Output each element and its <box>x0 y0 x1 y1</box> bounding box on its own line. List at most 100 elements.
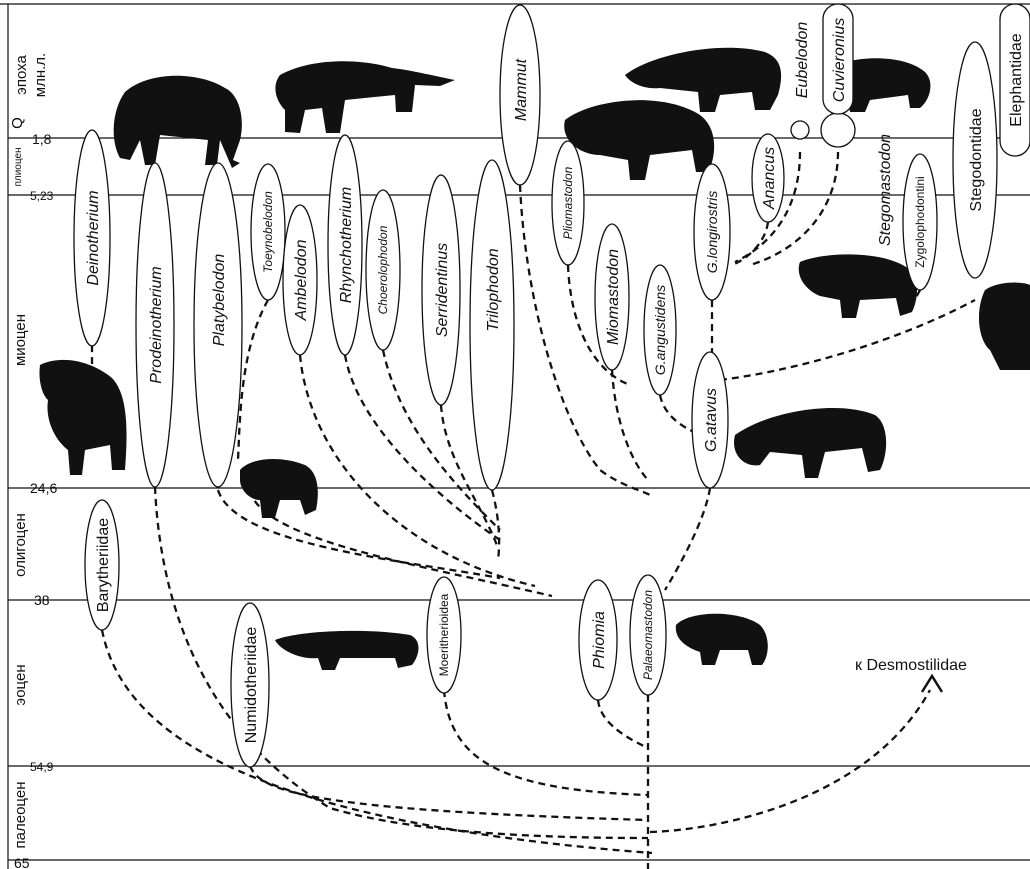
stegomastodon-silhouette-icon <box>798 254 917 318</box>
oval-anancus <box>751 133 785 223</box>
oval-stegodontidae <box>952 41 998 279</box>
age-65: 65 <box>14 855 30 869</box>
branch-core <box>248 489 553 598</box>
stegomastodon-marker <box>820 112 856 148</box>
taxon-ovals <box>73 3 1030 768</box>
oval-g-atavus <box>691 351 729 489</box>
label-platybelodon: Platybelodon <box>211 254 228 347</box>
branch-trilophodon <box>490 489 501 561</box>
label-rhynchotherium: Rhynchotherium <box>338 187 355 304</box>
oval-moeritherioidea <box>426 576 462 694</box>
label-cuvieronius: Cuvieronius <box>831 18 848 102</box>
oval-miomastodon <box>594 223 630 371</box>
mammut-silhouette-icon <box>625 47 782 112</box>
branch-barytheriidae <box>100 629 653 855</box>
eubelodon-marker <box>790 120 810 140</box>
desmostilidae-note: к Desmostilidae <box>855 657 967 674</box>
label-anancus: Anancus <box>761 147 778 210</box>
oval-trilophodon <box>469 159 515 491</box>
gomphothere-silhouette-icon <box>564 100 715 180</box>
oval-serridentinus <box>421 174 461 406</box>
branch-atavus-down <box>664 487 712 591</box>
elephant-silhouette-icon <box>978 282 1030 370</box>
epoch-q: Q <box>9 117 26 129</box>
oval-pliomastodon <box>551 140 585 266</box>
branch-numidotheriidae <box>248 765 649 822</box>
arrowhead-icon <box>920 673 944 693</box>
branch-desmostilidae <box>649 689 932 834</box>
branch-eubelodon <box>734 151 802 264</box>
label-g-atavus: G.atavus <box>703 388 720 452</box>
label-prodeinotherium: Prodeinotherium <box>148 266 165 383</box>
epoch-oligocene: олигоцен <box>12 513 29 577</box>
branch-stegomastodon <box>749 151 840 267</box>
oval-zygolophodontini <box>902 153 938 291</box>
label-phiomia: Phiomia <box>591 611 608 669</box>
branch-miomastodon <box>610 369 649 481</box>
oval-toeynobelodon <box>250 163 286 301</box>
branch-serridentinus <box>439 404 500 549</box>
branch-rhynchotherium <box>343 354 501 541</box>
label-zygolophodontini: Zygolophodontini <box>913 176 927 267</box>
oval-barytheriidae <box>84 499 120 631</box>
branch-toeynobelodon <box>236 299 270 461</box>
label-serridentinus: Serridentinus <box>434 243 451 337</box>
oval-prodeinotherium <box>135 162 175 488</box>
oval-cuvieronius <box>822 3 854 115</box>
epoch-paleocene: палеоцен <box>12 782 29 849</box>
epoch-labels: эпоха млн.л. Q плиоцен миоцен олигоцен э… <box>9 53 49 849</box>
epoch-pliocene: плиоцен <box>13 147 24 186</box>
label-toeynobelodon: Toeynobelodon <box>261 191 275 273</box>
branch-angustidens <box>658 394 701 437</box>
oval-mammut <box>499 4 541 186</box>
oval-rhynchotherium <box>327 134 363 356</box>
age-labels: 1,8 5,23 24,6 38 54,9 65 <box>14 131 57 869</box>
header-epoch: эпоха <box>13 55 30 95</box>
oval-phiomia <box>578 579 618 701</box>
oval-elephantidae <box>999 3 1030 157</box>
label-g-angustidens: G.angustidens <box>652 285 668 375</box>
platybelodon-top-silhouette-icon <box>275 61 455 133</box>
epoch-miocene: миоцен <box>12 314 29 366</box>
label-elephantidae: Elephantidae <box>1008 33 1025 127</box>
branch-phiomia <box>596 699 649 750</box>
moeritherium-silhouette-icon <box>275 630 419 670</box>
age-38: 38 <box>34 592 50 608</box>
label-ambelodon: Ambelodon <box>293 239 310 321</box>
age-1-8: 1,8 <box>32 131 52 147</box>
cuvieronius-silhouette-icon <box>835 58 931 112</box>
age-54-9: 54,9 <box>30 760 54 774</box>
label-mammut: Mammut <box>513 58 530 121</box>
oval-choerolophodon <box>365 189 401 351</box>
label-stegomastodon: Stegomastodon <box>877 134 894 246</box>
branch-anancus <box>731 221 770 267</box>
label-g-longirostris: G.longirostris <box>704 191 720 273</box>
label-trilophodon: Trilophodon <box>485 248 502 331</box>
taxon-labels: Deinotherium Prodeinotherium Platybelodo… <box>85 18 1025 744</box>
label-choerolophodon: Choerolophodon <box>376 225 390 314</box>
label-miomastodon: Miomastodon <box>605 249 622 345</box>
deinotherium-silhouette-icon <box>113 75 242 168</box>
oval-platybelodon <box>193 162 243 488</box>
branch-elephant-stegodont <box>719 298 976 382</box>
label-moeritherioidea: Moeritherioidea <box>437 593 451 676</box>
age-5-23: 5,23 <box>30 189 54 203</box>
label-palaeomastodon: Palaeomastodon <box>641 590 655 680</box>
branch-mammut <box>518 184 651 497</box>
branch-ambelodon <box>298 354 536 588</box>
label-eubelodon: Eubelodon <box>794 22 811 99</box>
platybelodon-bottom-silhouette-icon <box>240 458 318 518</box>
branch-choerolophodon <box>381 349 501 531</box>
branch-pliomastodon <box>566 264 631 387</box>
label-stegodontidae: Stegodontidae <box>968 108 985 211</box>
label-deinotherium: Deinotherium <box>85 190 102 285</box>
oval-g-angustidens <box>643 264 677 396</box>
oval-ambelodon <box>282 204 318 356</box>
branch-moeritherioidea <box>442 689 649 797</box>
oval-g-longirostris <box>693 163 731 301</box>
phiomia-silhouette-icon <box>675 613 768 665</box>
label-barytheriidae: Barytheriidae <box>95 518 112 612</box>
age-24-6: 24,6 <box>30 480 57 496</box>
oval-deinotherium <box>73 129 111 347</box>
